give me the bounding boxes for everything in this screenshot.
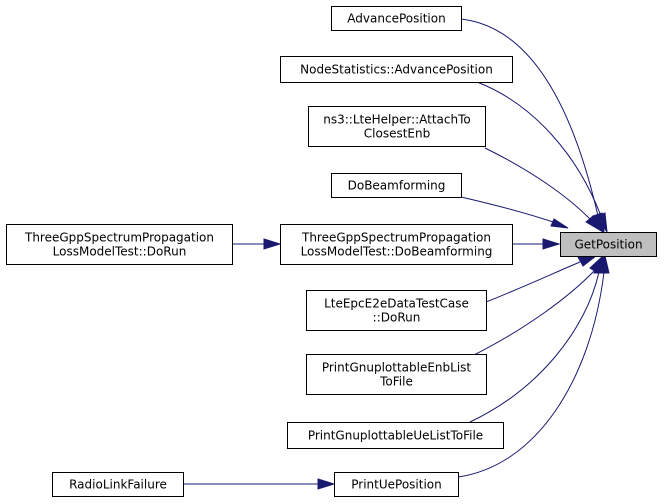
node-label: RadioLinkFailure [69,478,167,492]
edge-threegpp_dobeamforming-to-getposition [512,238,561,250]
edge-line [460,18,599,217]
edge-arrowhead [542,238,561,250]
node-printgnuplottableuelisttofile[interactable]: PrintGnuplottableUeListToFile [287,422,504,449]
edge-arrowhead [263,238,282,250]
edge-radiolinkfailure-to-printueposition [183,478,336,490]
node-advanceposition[interactable]: AdvancePosition [331,6,462,31]
edge-lteepce2edatatestcase_dorun-to-getposition [485,255,598,303]
node-label: GetPosition [574,238,642,252]
node-threegpp_dobeamforming[interactable]: ThreeGppSpectrumPropagationLossModelTest… [280,224,513,265]
edge-dobeamforming-to-getposition [460,196,569,229]
node-label: ClosestEnb [364,127,430,141]
edge-line [460,196,554,223]
edge-printueposition-to-getposition [457,254,610,478]
edge-line [469,270,595,358]
node-box [280,224,513,265]
edge-threegpp_dorun-to-threegpp_dobeamforming [232,238,282,250]
edge-line [485,261,581,303]
node-threegpp_dorun[interactable]: ThreeGppSpectrumPropagationLossModelTest… [6,224,233,265]
node-label: ::DoRun [373,311,421,325]
node-label: DoBeamforming [348,179,446,193]
node-box [306,290,487,331]
node-box [306,354,487,395]
edge-line [484,147,591,220]
nodes-layer: GetPosition AdvancePositionNodeStatistics… [6,6,657,497]
node-box [280,56,513,83]
node-box [331,173,462,198]
node-lteepce2edatatestcase_dorun[interactable]: LteEpcE2eDataTestCase::DoRun [306,290,487,331]
node-label: LossModelTest::DoRun [53,245,187,259]
node-box [560,232,657,257]
node-label: PrintGnuplottableEnbList [322,361,472,375]
node-dobeamforming[interactable]: DoBeamforming [331,173,462,198]
edge-arrowhead [585,215,604,233]
node-getposition[interactable]: GetPosition [560,232,657,257]
node-box [6,224,233,265]
edge-arrowhead [598,254,610,274]
edge-arrowhead [317,478,336,490]
edge-arrowhead [550,218,569,229]
node-label: LteEpcE2eDataTestCase [324,297,469,311]
node-label: PrintGnuplottableUeListToFile [308,429,483,443]
edge-printgnuplottableenblisttofile-to-getposition [469,254,604,358]
node-label: ThreeGppSpectrumPropagation [301,231,491,245]
node-radiolinkfailure[interactable]: RadioLinkFailure [52,472,184,497]
edges-layer [183,18,610,490]
node-nodestatistics_advanceposition[interactable]: NodeStatistics::AdvancePosition [280,56,513,83]
node-label: NodeStatistics::AdvancePosition [300,63,493,77]
node-label: ThreeGppSpectrumPropagation [24,231,214,245]
edge-line [457,271,605,478]
node-box [331,6,462,31]
node-box [287,422,504,449]
node-label: ToFile [379,375,413,389]
node-label: ns3::LteHelper::AttachTo [323,113,471,127]
node-printueposition[interactable]: PrintUePosition [334,472,459,497]
node-box [52,472,184,497]
node-label: AdvancePosition [347,12,445,26]
node-box [334,472,459,497]
edge-arrowhead [595,212,608,234]
edge-ltehelper_attachtoclosestenb-to-getposition [484,147,604,233]
edge-line [476,81,602,217]
node-box [308,106,486,147]
node-label: LossModelTest::DoBeamforming [301,245,493,259]
edge-nodestatistics_advanceposition-to-getposition [476,81,608,234]
node-label: PrintUePosition [351,478,442,492]
edge-line [469,271,600,423]
